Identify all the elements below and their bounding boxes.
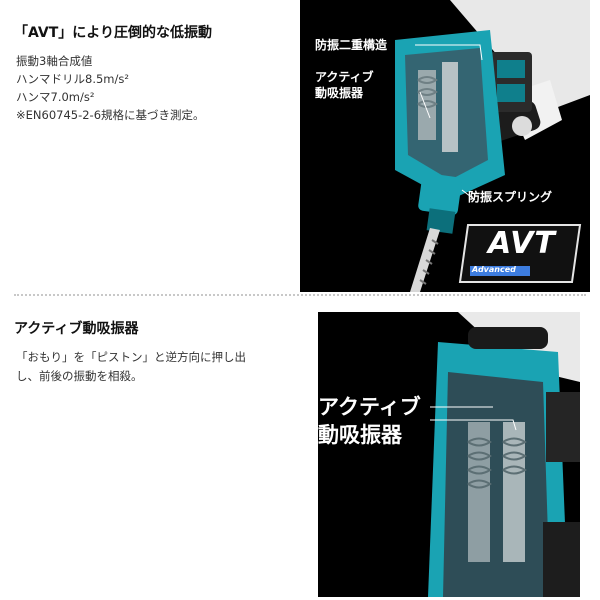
section-title: アクティブ動吸振器 [14, 321, 139, 337]
label-active-line2: 動吸振器 [315, 86, 364, 100]
drill-photo: 防振二重構造 アクティブ 動吸振器 防振スプリング AVT Advanced [300, 0, 590, 292]
spec-line: ハンマドリル8.5m/s² [16, 72, 129, 86]
avt-logo-icon [458, 224, 582, 283]
avt-logo-sub: Advanced [472, 265, 516, 274]
absorber-description: 「おもり」を「ピストン」と逆方向に押し出 し、前後の振動を相殺。 [16, 348, 301, 386]
section-title: 「AVT」により圧倒的な低振動 [14, 25, 212, 41]
section-divider [14, 294, 586, 296]
vibration-specs: 振動3軸合成値 ハンマドリル8.5m/s² ハンマ7.0m/s² ※EN6074… [16, 52, 205, 124]
spec-line: ハンマ7.0m/s² [16, 90, 95, 104]
avt-section: 「AVT」により圧倒的な低振動 振動3軸合成値 ハンマドリル8.5m/s² ハン… [0, 0, 600, 292]
label-active-line1: アクティブ [315, 70, 374, 84]
drill-illustration [395, 0, 590, 292]
spec-line: 振動3軸合成値 [16, 54, 93, 68]
absorber-photo: アクティブ 動吸振器 [318, 312, 580, 597]
label-spring: 防振スプリング [468, 190, 553, 204]
spec-note: ※EN60745-2-6規格に基づき測定。 [16, 108, 205, 122]
label-double-structure: 防振二重構造 [315, 38, 388, 52]
avt-logo-text: AVT [488, 226, 556, 261]
absorber-illustration [428, 312, 580, 597]
absorber-section: アクティブ動吸振器 「おもり」を「ピストン」と逆方向に押し出 し、前後の振動を相… [0, 302, 600, 600]
description-line: し、前後の振動を相殺。 [16, 369, 143, 383]
description-line: 「おもり」を「ピストン」と逆方向に押し出 [16, 350, 246, 364]
label-active-line2: 動吸振器 [318, 423, 402, 447]
label-active-line1: アクティブ [318, 395, 421, 419]
